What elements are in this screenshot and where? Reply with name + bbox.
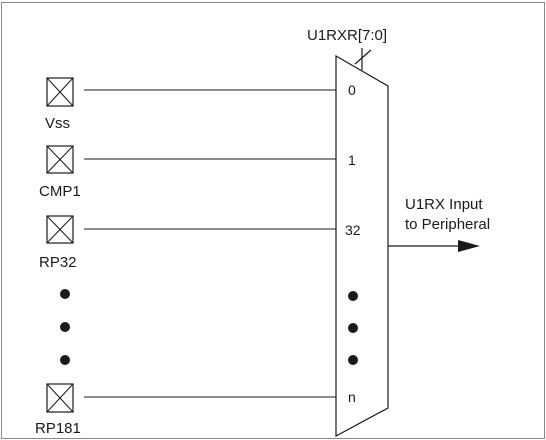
pin-vss: Vss 0 <box>45 77 356 132</box>
pin-label: RP32 <box>39 254 77 271</box>
select-bus-slash <box>354 49 372 65</box>
pin-box-icon <box>46 77 74 107</box>
pin-label: CMP1 <box>39 183 81 200</box>
select-label: U1RXR[7:0] <box>307 27 387 44</box>
pin-rp32: RP32 32 <box>39 215 361 271</box>
pin-cmp1: CMP1 1 <box>39 145 356 200</box>
mux-input-label: n <box>348 389 356 405</box>
pin-label: RP181 <box>35 420 81 437</box>
pin-box-icon <box>46 145 74 174</box>
mux-ellipsis-dots <box>348 291 358 365</box>
pin-box-icon <box>46 383 74 413</box>
pin-rp181: RP181 n <box>35 383 356 437</box>
output-label-line1: U1RX Input <box>405 196 483 213</box>
multiplexer-body <box>335 54 389 438</box>
pin-ellipsis-dots <box>60 289 70 365</box>
mux-input-label: 1 <box>348 152 356 168</box>
pin-label: Vss <box>45 115 70 132</box>
pin-box-icon <box>46 215 74 244</box>
mux-input-label: 0 <box>348 82 356 98</box>
mux-input-label: 32 <box>345 222 361 238</box>
output-label-line2: to Peripheral <box>405 216 490 233</box>
output-arrowhead-icon <box>458 240 480 252</box>
